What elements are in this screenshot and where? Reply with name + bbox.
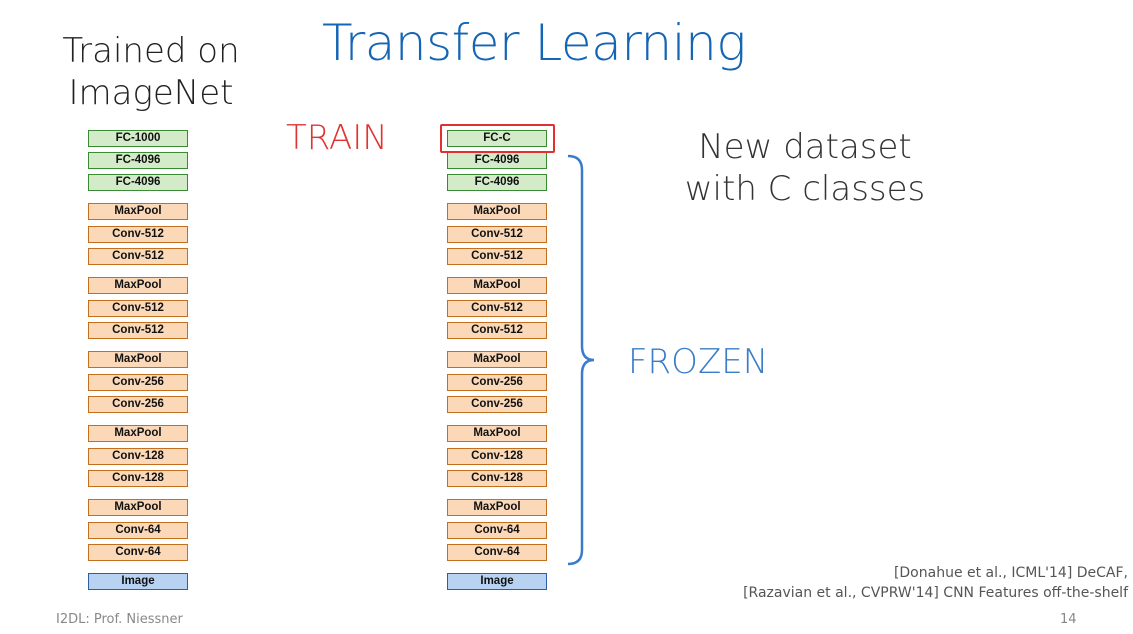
transfer-layer-fc-4096: FC-4096 bbox=[447, 152, 547, 169]
page-number: 14 bbox=[1060, 612, 1077, 627]
trainable-layer-highlight bbox=[440, 124, 555, 153]
new-dataset-line1: New dataset bbox=[698, 127, 912, 167]
transfer-layer-conv-256: Conv-256 bbox=[447, 396, 547, 413]
imagenet-layer-maxpool: MaxPool bbox=[88, 499, 188, 516]
transfer-layer-maxpool: MaxPool bbox=[447, 203, 547, 220]
footer-course: I2DL: Prof. Niessner bbox=[56, 612, 183, 627]
imagenet-layer-maxpool: MaxPool bbox=[88, 425, 188, 442]
transfer-layer-maxpool: MaxPool bbox=[447, 277, 547, 294]
transfer-layer-conv-256: Conv-256 bbox=[447, 374, 547, 391]
new-dataset-line2: with C classes bbox=[684, 169, 926, 209]
imagenet-layer-maxpool: MaxPool bbox=[88, 351, 188, 368]
imagenet-layer-conv-128: Conv-128 bbox=[88, 448, 188, 465]
imagenet-layer-image: Image bbox=[88, 573, 188, 590]
imagenet-layer-conv-64: Conv-64 bbox=[88, 544, 188, 561]
pretrained-caption-line2: ImageNet bbox=[68, 73, 234, 113]
frozen-brace bbox=[567, 154, 595, 566]
transfer-layer-image: Image bbox=[447, 573, 547, 590]
transfer-layer-conv-64: Conv-64 bbox=[447, 544, 547, 561]
imagenet-layer-conv-512: Conv-512 bbox=[88, 248, 188, 265]
transfer-layer-conv-512: Conv-512 bbox=[447, 226, 547, 243]
pretrained-caption: Trained on ImageNet bbox=[36, 30, 266, 114]
train-label: TRAIN bbox=[286, 118, 388, 158]
imagenet-layer-maxpool: MaxPool bbox=[88, 203, 188, 220]
imagenet-layer-fc-1000: FC-1000 bbox=[88, 130, 188, 147]
transfer-layer-fc-4096: FC-4096 bbox=[447, 174, 547, 191]
pretrained-caption-line1: Trained on bbox=[62, 31, 240, 71]
imagenet-layer-conv-128: Conv-128 bbox=[88, 470, 188, 487]
transfer-layer-conv-128: Conv-128 bbox=[447, 470, 547, 487]
imagenet-layer-fc-4096: FC-4096 bbox=[88, 174, 188, 191]
imagenet-layer-conv-64: Conv-64 bbox=[88, 522, 188, 539]
citations: [Donahue et al., ICML'14] DeCAF, [Razavi… bbox=[560, 563, 1128, 603]
transfer-layer-fc-c: FC-C bbox=[447, 130, 547, 147]
transfer-layer-conv-128: Conv-128 bbox=[447, 448, 547, 465]
new-dataset-caption: New dataset with C classes bbox=[660, 126, 950, 210]
citation-decaf: [Donahue et al., ICML'14] DeCAF, bbox=[893, 565, 1128, 581]
imagenet-layer-conv-512: Conv-512 bbox=[88, 300, 188, 317]
imagenet-layer-conv-512: Conv-512 bbox=[88, 226, 188, 243]
transfer-layer-conv-512: Conv-512 bbox=[447, 300, 547, 317]
transfer-layer-conv-512: Conv-512 bbox=[447, 322, 547, 339]
imagenet-layer-maxpool: MaxPool bbox=[88, 277, 188, 294]
transfer-layer-maxpool: MaxPool bbox=[447, 499, 547, 516]
transfer-layer-maxpool: MaxPool bbox=[447, 351, 547, 368]
transfer-layer-maxpool: MaxPool bbox=[447, 425, 547, 442]
imagenet-layer-conv-512: Conv-512 bbox=[88, 322, 188, 339]
imagenet-layer-fc-4096: FC-4096 bbox=[88, 152, 188, 169]
transfer-layer-conv-64: Conv-64 bbox=[447, 522, 547, 539]
transfer-layer-conv-512: Conv-512 bbox=[447, 248, 547, 265]
page-title: Transfer Learning bbox=[322, 14, 746, 72]
imagenet-layer-conv-256: Conv-256 bbox=[88, 374, 188, 391]
citation-razavian: [Razavian et al., CVPRW'14] CNN Features… bbox=[743, 585, 1128, 601]
frozen-label: FROZEN bbox=[628, 342, 769, 382]
imagenet-layer-conv-256: Conv-256 bbox=[88, 396, 188, 413]
